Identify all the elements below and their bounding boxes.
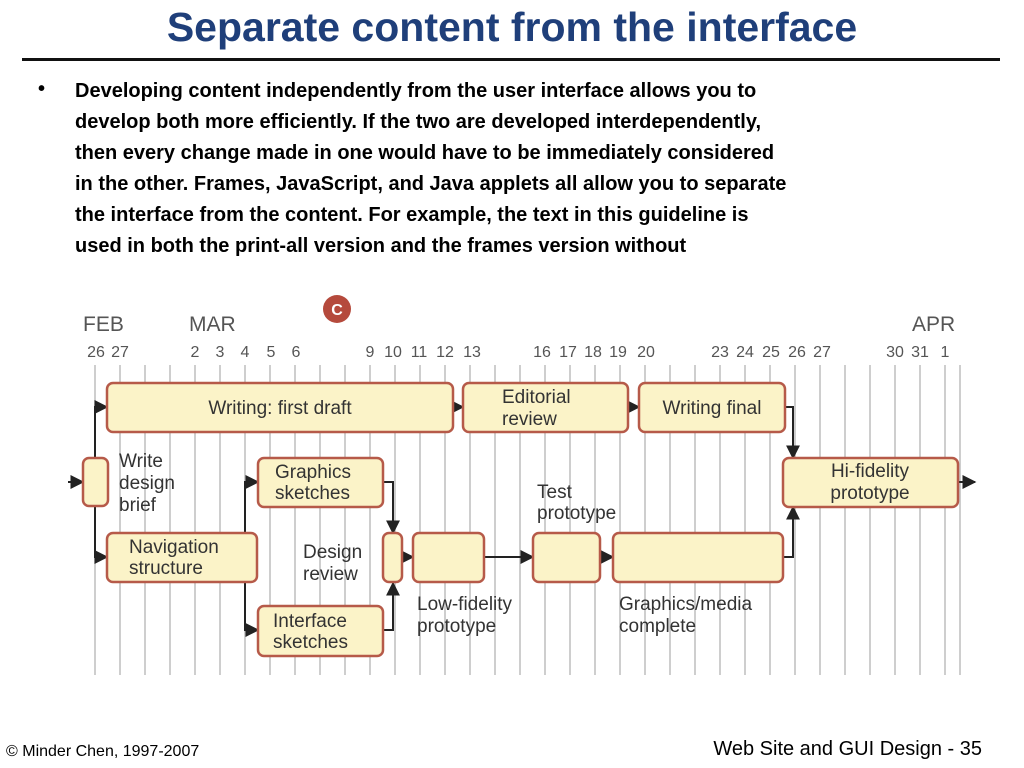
day-label: 27 xyxy=(813,344,831,361)
task-box-design-review xyxy=(381,531,404,584)
task-box-editorial-review xyxy=(461,381,630,434)
task-box-graphics-media-complete xyxy=(611,531,785,584)
bullet-marker: • xyxy=(38,78,46,100)
box-label-editorial-line1: Editorial xyxy=(502,387,571,408)
paragraph-line: then every change made in one would have… xyxy=(75,142,775,164)
day-label: 11 xyxy=(411,344,428,361)
task-box-low-fidelity-prototype xyxy=(411,531,486,584)
day-label: 3 xyxy=(216,344,225,361)
schedule-diagram: C FEB MAR APR 26 27 2 3 4 5 6 9 10 11 12… xyxy=(68,295,977,675)
label-test-line2: prototype xyxy=(537,503,616,524)
box-label-editorial-line2: review xyxy=(502,409,557,430)
task-box-interface-sketches xyxy=(256,604,385,658)
month-label: FEB xyxy=(83,313,124,336)
slide-title: Separate content from the interface xyxy=(166,4,858,50)
box-label-hifi-line2: prototype xyxy=(830,483,909,504)
footer-copyright: © Minder Chen, 1997-2007 xyxy=(6,743,200,760)
day-label: 2 xyxy=(191,344,200,361)
paragraph-line: in the other. Frames, JavaScript, and Ja… xyxy=(75,173,787,195)
day-label: 20 xyxy=(637,344,655,361)
day-label: 18 xyxy=(584,344,602,361)
box-label-graphics-line2: sketches xyxy=(275,483,350,504)
box-label-writing-first-draft: Writing: first draft xyxy=(208,398,352,419)
box-label-hifi-line1: Hi-fidelity xyxy=(831,461,910,482)
day-label: 27 xyxy=(111,344,129,361)
month-label: APR xyxy=(912,313,955,336)
day-label: 1 xyxy=(941,344,950,361)
day-label: 12 xyxy=(436,344,454,361)
box-label-interface-line1: Interface xyxy=(273,611,347,632)
day-label: 19 xyxy=(609,344,627,361)
day-label: 13 xyxy=(463,344,481,361)
task-box-hi-fidelity-prototype xyxy=(781,456,960,509)
bullet-paragraph: Developing content independently from th… xyxy=(75,76,1000,262)
day-label: 5 xyxy=(267,344,276,361)
box-label-writing-final: Writing final xyxy=(663,398,762,419)
task-box-graphics-sketches xyxy=(256,456,385,509)
paragraph-line: develop both more efficiently. If the tw… xyxy=(75,111,762,133)
paragraph-line: Developing content independently from th… xyxy=(75,80,757,102)
footer-page-number: Web Site and GUI Design - 35 xyxy=(713,738,982,760)
day-label: 17 xyxy=(559,344,577,361)
day-label: 26 xyxy=(788,344,806,361)
label-design-review-line2: review xyxy=(303,564,358,585)
day-label: 31 xyxy=(911,344,929,361)
paragraph-line: used in both the print-all version and t… xyxy=(75,235,687,257)
day-label: 25 xyxy=(762,344,780,361)
day-label: 6 xyxy=(292,344,301,361)
badge-letter: C xyxy=(331,302,343,319)
label-write-line2: design xyxy=(119,473,175,494)
day-label: 26 xyxy=(87,344,105,361)
task-box-writing-final xyxy=(637,381,787,434)
label-write-line3: brief xyxy=(119,495,157,516)
day-label: 23 xyxy=(711,344,729,361)
day-label: 9 xyxy=(366,344,375,361)
task-box-test-prototype xyxy=(531,531,602,584)
day-label: 30 xyxy=(886,344,904,361)
label-gfx-media-line2: complete xyxy=(619,616,696,637)
day-label: 16 xyxy=(533,344,551,361)
label-lowfi-line2: prototype xyxy=(417,616,496,637)
label-design-review-line1: Design xyxy=(303,542,362,563)
label-write-line1: Write xyxy=(119,451,163,472)
box-label-interface-line2: sketches xyxy=(273,632,348,653)
day-label: 24 xyxy=(736,344,754,361)
label-gfx-media-line1: Graphics/media xyxy=(619,594,752,615)
month-label: MAR xyxy=(189,313,236,336)
label-lowfi-line1: Low-fidelity xyxy=(417,594,513,615)
box-label-graphics-line1: Graphics xyxy=(275,462,351,483)
day-label: 10 xyxy=(384,344,402,361)
task-box-writing-first-draft xyxy=(105,381,455,434)
label-test-line1: Test xyxy=(537,482,573,503)
day-label: 4 xyxy=(241,344,250,361)
box-label-navigation-line2: structure xyxy=(129,558,203,579)
connector-lines xyxy=(68,400,977,637)
task-box-navigation-structure xyxy=(105,531,259,584)
box-label-navigation-line1: Navigation xyxy=(129,537,219,558)
title-underline xyxy=(22,58,1000,61)
task-box-write-design-brief xyxy=(81,456,110,508)
paragraph-line: the interface from the content. For exam… xyxy=(75,204,749,226)
badge-circle xyxy=(323,295,351,323)
